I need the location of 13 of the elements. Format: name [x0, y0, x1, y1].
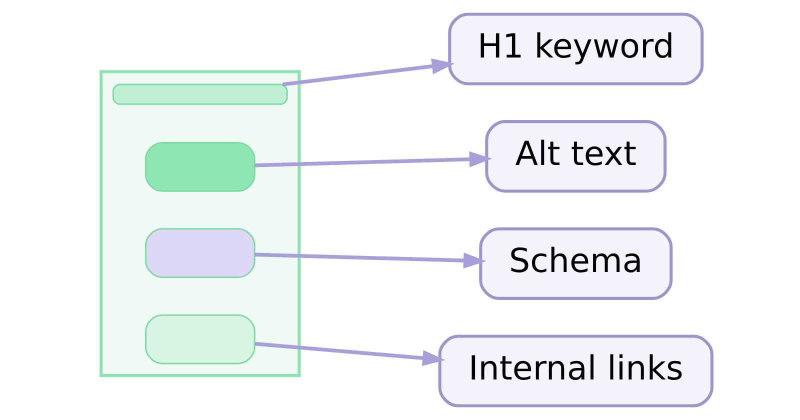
arrow	[282, 58, 454, 86]
arrow	[254, 342, 445, 366]
node-box	[144, 142, 255, 192]
arrow	[254, 151, 492, 168]
cluster	[99, 70, 300, 378]
node-box: H1 keyword	[448, 12, 704, 86]
node-box	[144, 228, 255, 278]
arrow	[254, 252, 486, 268]
node-box: Schema	[478, 227, 672, 300]
node-box: Internal links	[438, 334, 713, 408]
node-box	[144, 314, 255, 364]
node-bar	[112, 84, 288, 105]
node-box: Alt text	[484, 120, 666, 193]
